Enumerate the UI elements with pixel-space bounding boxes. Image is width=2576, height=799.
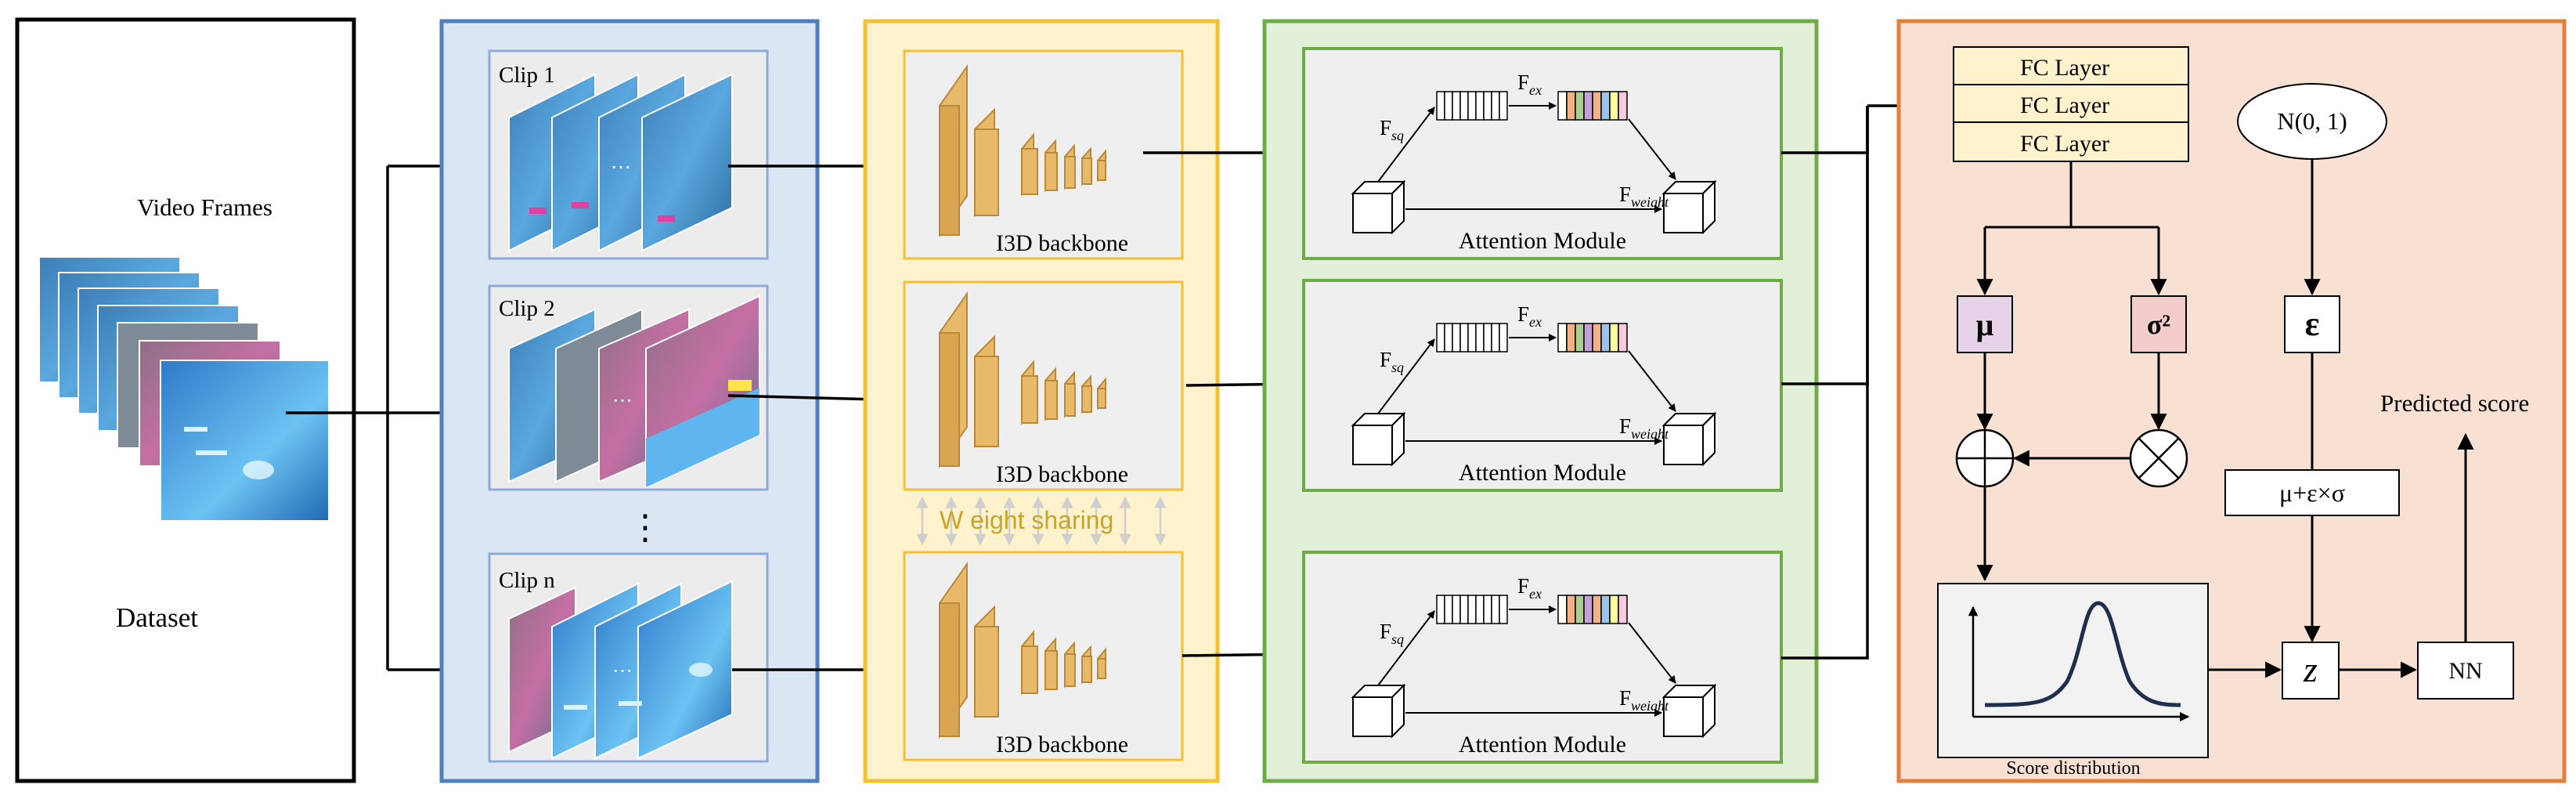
attention-module-label: Attention Module [1459, 732, 1626, 757]
product-operator [2129, 428, 2188, 488]
z-label: z [2303, 649, 2318, 689]
input-feature-cube [1351, 411, 1406, 467]
f-ex-label: Fex [1517, 70, 1542, 98]
reparam-label: μ+ε×σ [2279, 479, 2345, 507]
backbone-panel: I3D backbone I3D backbone [863, 19, 1220, 783]
f-weight-label: Fweight [1619, 183, 1669, 210]
nn-node [2417, 642, 2514, 700]
squeeze-vector [1436, 595, 1508, 624]
nn-label: NN [2448, 658, 2482, 684]
predicted-score-label: Predicted score [2380, 389, 2529, 417]
fc-split-arrows [1976, 159, 2321, 296]
input-feature-cube [1351, 179, 1406, 235]
fc-layers: FC Layer FC Layer FC Layer [1953, 46, 2189, 162]
input-feature-cube [1351, 683, 1406, 739]
dataset-panel: Video Frames Dataset [15, 17, 356, 783]
mu-label: μ [1976, 307, 1994, 342]
head-panel: FC Layer FC Layer FC Layer N(0, 1) μ σ² … [1896, 19, 2567, 783]
weight-sharing-arrows [916, 496, 1167, 546]
squeeze-vector [1436, 323, 1508, 352]
clip-1-frames [508, 73, 733, 252]
video-frames-stack [38, 256, 330, 522]
mu-sigma-down-arrows [1976, 352, 2167, 431]
epsilon-label: ε [2305, 305, 2320, 343]
backbone-2-label: I3D backbone [996, 461, 1128, 487]
backbone-2-cubes [939, 291, 1106, 469]
f-weight-label: Fweight [1619, 414, 1669, 442]
clips-panel: Clip 1 ··· Clip 2 [439, 19, 820, 783]
clip-2-ellipsis: ··· [612, 389, 633, 412]
excitation-vector [1557, 595, 1628, 624]
clip-n-frames [508, 580, 733, 760]
attention-module-label: Attention Module [1459, 228, 1626, 254]
f-ex-label: Fex [1517, 302, 1542, 330]
clip-1-ellipsis: ··· [611, 156, 631, 179]
attention-module-label: Attention Module [1459, 460, 1626, 486]
video-frames-label: Video Frames [137, 193, 272, 221]
sum-operator [1955, 428, 2015, 488]
sigma2-label: σ² [2147, 309, 2170, 340]
clip-1: Clip 1 ··· [488, 49, 769, 260]
backbone-3-label: I3D backbone [996, 732, 1128, 757]
score-distribution-label: Score distribution [2006, 758, 2140, 779]
backbone-2: I3D backbone [903, 280, 1184, 491]
backbone-1-cubes [939, 63, 1106, 238]
clip-n: Clip n ··· [488, 552, 769, 763]
weighted-feature-cube [1661, 683, 1717, 739]
fc-layer-3-label: FC Layer [2020, 131, 2109, 157]
score-distribution: Score distribution [1937, 583, 2209, 779]
backbone-3-cubes [939, 561, 1106, 739]
fc-layer-2-label: FC Layer [2020, 92, 2109, 118]
clip-gap-ellipsis: ⋮ [628, 508, 662, 547]
weighted-feature-cube [1661, 179, 1717, 235]
z-node [2282, 642, 2340, 700]
f-weight-label: Fweight [1619, 686, 1669, 714]
clip-1-label: Clip 1 [499, 63, 555, 88]
f-sq-label: Fsq [1380, 116, 1404, 143]
dataset-label: Dataset [116, 602, 198, 633]
clip-2-frames [508, 295, 760, 489]
backbone-1: I3D backbone [903, 49, 1184, 260]
squeeze-vector [1436, 91, 1508, 121]
clip-2-label: Clip 2 [499, 296, 555, 321]
distribution-curve [1984, 601, 2181, 707]
fc-layer-1 [1953, 46, 2189, 85]
f-ex-label: Fex [1517, 574, 1542, 602]
f-sq-label: Fsq [1380, 620, 1404, 647]
excitation-vector [1557, 323, 1628, 352]
clip-n-ellipsis: ··· [612, 660, 633, 682]
weight-sharing-label: W eight sharing [940, 506, 1113, 534]
f-sq-label: Fsq [1380, 348, 1404, 375]
prior-label: N(0, 1) [2277, 107, 2347, 135]
backbone-1-label: I3D backbone [996, 230, 1128, 256]
excitation-vector [1557, 91, 1628, 121]
fc-layer-1-label: FC Layer [2020, 55, 2109, 81]
fc-layer-2 [1953, 84, 2189, 123]
epsilon-node [2284, 295, 2340, 353]
clip-n-label: Clip n [499, 568, 555, 593]
clip-2: Clip 2 ··· [488, 284, 769, 491]
backbone-3: I3D backbone [903, 551, 1184, 761]
weighted-feature-cube [1661, 411, 1717, 467]
mu-node [1957, 295, 2013, 353]
